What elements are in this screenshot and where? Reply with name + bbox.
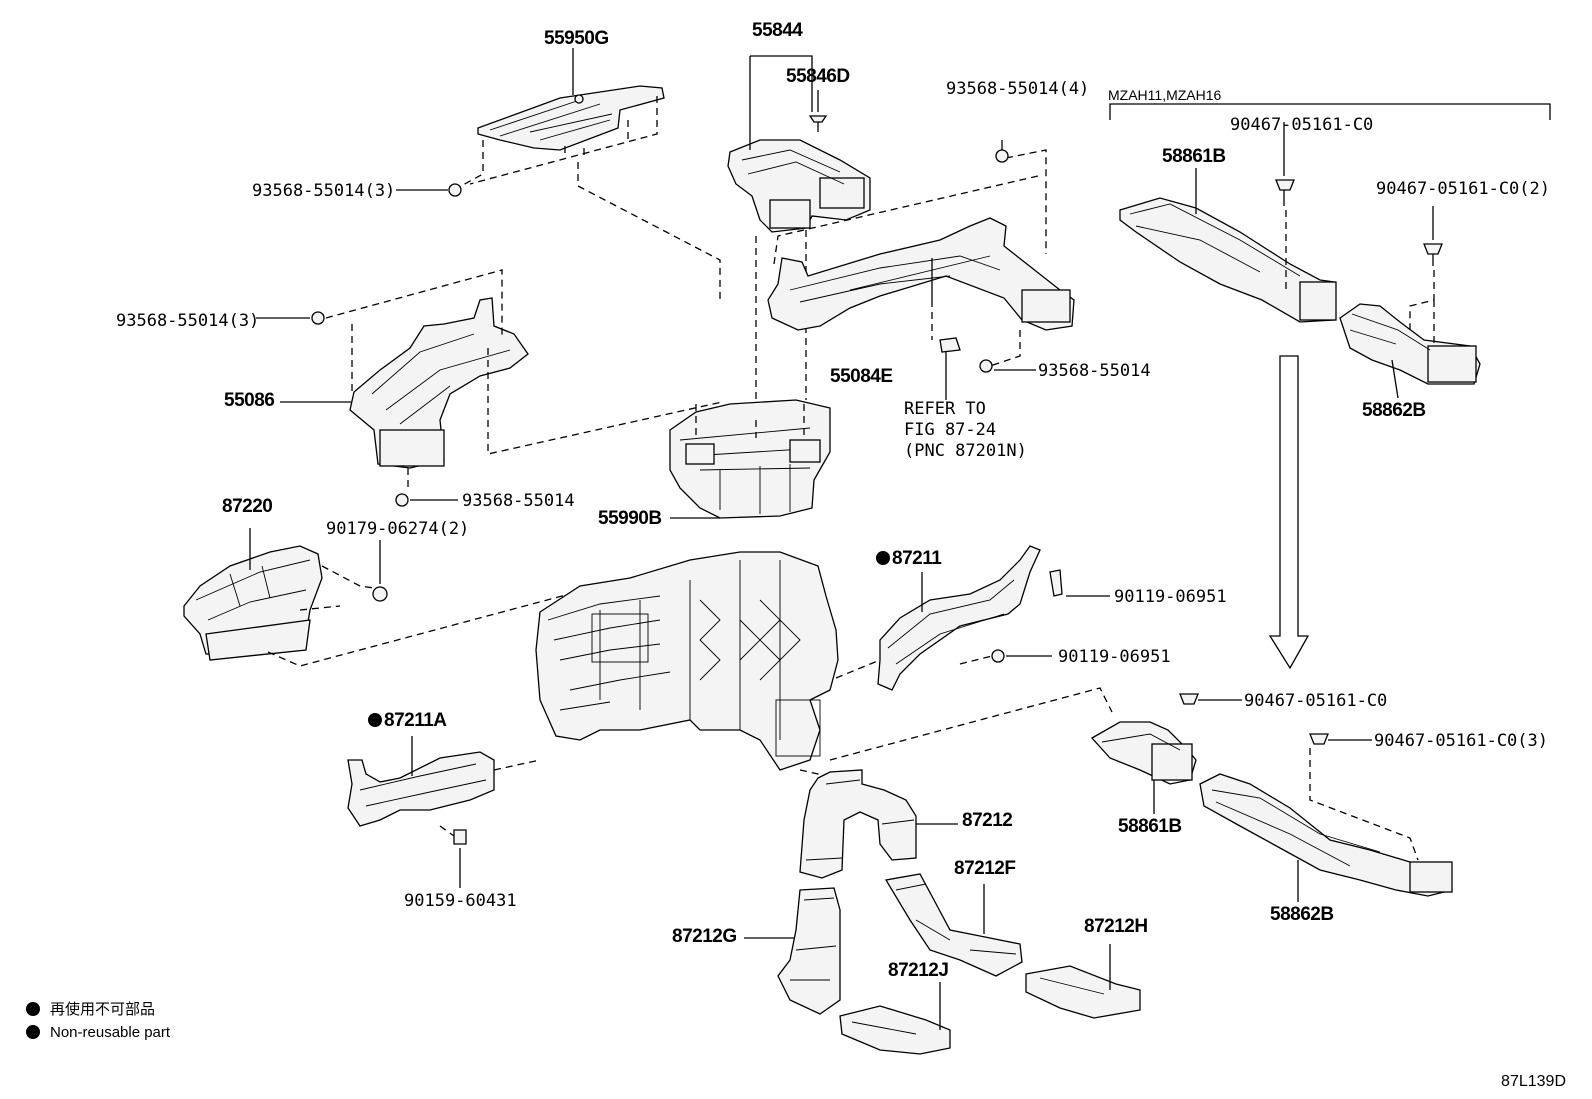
part-hvac-unit-drawing [535, 551, 839, 771]
screw-90119-a-drawing [1049, 569, 1110, 597]
screw-93568-55014-3-top-drawing [396, 183, 462, 197]
label-90467-05161-c0-top: 90467-05161-C0 [1230, 115, 1374, 135]
label-90119-06951-a: 90119-06951 [1114, 587, 1227, 607]
label-58861b-lower: 58861B [1118, 816, 1182, 837]
non-reusable-marker-icon [368, 713, 382, 727]
screw-93568-55014-3-left-drawing [256, 311, 325, 325]
clip-90179-drawing [372, 540, 388, 602]
part-87212-drawing [799, 769, 958, 879]
label-93568-55014-3-top: 93568-55014(3) [252, 181, 396, 201]
label-93568-55014-right: 93568-55014 [1038, 361, 1151, 381]
label-58862b-lower: 58862B [1270, 904, 1334, 925]
part-87211a-drawing [347, 736, 495, 827]
label-90467-05161-c0-3: 90467-05161-C0(3) [1374, 731, 1548, 751]
part-55844-drawing [727, 55, 871, 233]
legend-text-english: Non-reusable part [50, 1024, 171, 1041]
legend-text-japanese: 再使用不可部品 [50, 1001, 156, 1018]
label-55846d: 55846D [786, 66, 850, 87]
label-90159-60431: 90159-60431 [404, 891, 517, 911]
figure-number: 87L139D [1501, 1073, 1566, 1090]
part-87212h-drawing [1025, 944, 1141, 1019]
non-reusable-marker-icon [876, 551, 890, 565]
label-58862b-top: 58862B [1362, 400, 1426, 421]
screw-93568-55014-right-drawing [979, 359, 1036, 373]
part-55950g-drawing [477, 48, 665, 151]
label-55086: 55086 [224, 390, 275, 411]
part-87212j-drawing [839, 982, 951, 1055]
label-93568-55014-bottom: 93568-55014 [462, 491, 575, 511]
label-87211a: 87211A [368, 710, 447, 731]
label-87211a-text: 87211A [384, 710, 447, 731]
label-93568-55014-4: 93568-55014(4) [946, 79, 1090, 99]
label-55844: 55844 [752, 20, 803, 41]
legend-line-english: Non-reusable part [26, 1024, 170, 1041]
part-55086-drawing [280, 297, 529, 469]
label-90467-05161-c0-2: 90467-05161-C0(2) [1376, 179, 1550, 199]
part-58862b-top-drawing [1339, 303, 1481, 399]
bolt-90159-drawing [453, 829, 467, 888]
label-87212: 87212 [962, 810, 1013, 831]
part-55990b-drawing [669, 399, 831, 519]
part-58861b-lower-drawing [1090, 721, 1197, 814]
non-reusable-dot-icon [26, 1025, 40, 1039]
label-90467-05161-c0-mid: 90467-05161-C0 [1244, 691, 1388, 711]
label-55990b: 55990B [598, 508, 662, 529]
non-reusable-dot-icon [26, 1002, 40, 1016]
label-87212h: 87212H [1084, 916, 1148, 937]
label-mzah-models: MZAH11,MZAH16 [1108, 87, 1222, 103]
part-58862b-lower-drawing [1199, 773, 1453, 902]
label-90119-06951-b: 90119-06951 [1058, 647, 1171, 667]
label-87212j: 87212J [888, 960, 949, 981]
screw-90467-b-drawing [1179, 693, 1242, 705]
label-refer-fig: FIG 87-24 [904, 420, 997, 440]
label-93568-55014-3-left: 93568-55014(3) [116, 311, 260, 331]
label-87212g: 87212G [672, 926, 737, 947]
label-87211: 87211 [876, 548, 942, 569]
part-87212f-drawing [884, 873, 1023, 977]
label-refer-to: REFER TO [904, 399, 986, 419]
part-87212g-drawing [744, 887, 841, 1015]
label-87220: 87220 [222, 496, 273, 517]
label-55950g: 55950G [544, 28, 609, 49]
part-58861b-top-drawing [1119, 168, 1337, 323]
label-90179-06274-2: 90179-06274(2) [326, 519, 470, 539]
label-87212f: 87212F [954, 858, 1016, 879]
label-58861b-top: 58861B [1162, 146, 1226, 167]
label-55084e: 55084E [830, 366, 893, 387]
screw-90467-3-drawing [1309, 733, 1372, 745]
part-87220-drawing [183, 528, 323, 661]
label-refer-pnc: (PNC 87201N) [904, 441, 1027, 461]
label-87211-text: 87211 [892, 548, 942, 569]
part-87211-drawing [877, 545, 1041, 691]
screw-93568-55014-bottom-drawing [395, 493, 458, 507]
part-55084e-drawing [767, 217, 1075, 331]
legend-line-japanese: 再使用不可部品 [26, 998, 155, 1019]
screw-93568-55014-4-drawing [995, 140, 1009, 163]
screw-90119-b-drawing [991, 649, 1052, 663]
